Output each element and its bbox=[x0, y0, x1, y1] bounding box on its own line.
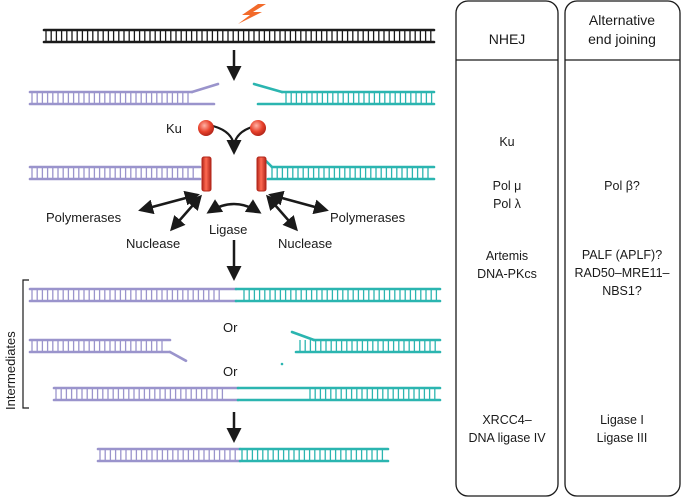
ku-bound-left bbox=[201, 156, 212, 192]
dna-intermediate-2-right bbox=[290, 330, 442, 354]
alt-item-ligase-iii: Ligase III bbox=[597, 431, 648, 445]
dna-strands bbox=[28, 28, 442, 463]
ku-label: Ku bbox=[166, 121, 182, 136]
dna-left-ku bbox=[28, 165, 202, 181]
nhej-item-pol-mu: Pol μ bbox=[493, 179, 522, 193]
ligase-label: Ligase bbox=[209, 222, 247, 237]
or-label-2: Or bbox=[223, 364, 238, 379]
arrow-nuclease-left bbox=[170, 194, 202, 232]
arrow-ku-binding bbox=[212, 124, 236, 149]
alt-item-rad50-mre11: RAD50–MRE11– bbox=[575, 266, 670, 280]
nuclease-left-label: Nuclease bbox=[126, 236, 180, 251]
alt-item-ligase-i: Ligase I bbox=[600, 413, 644, 427]
ku-bound-right bbox=[256, 156, 267, 192]
dna-intact bbox=[42, 28, 436, 44]
dna-joined-right bbox=[238, 447, 390, 463]
dna-right-end bbox=[252, 82, 436, 106]
nhej-item-pol-lambda: Pol λ bbox=[493, 197, 522, 211]
polymerases-right-label: Polymerases bbox=[330, 210, 406, 225]
intermediates-bracket bbox=[22, 279, 29, 409]
alt-item-nbs1: NBS1? bbox=[602, 284, 642, 298]
arrow-polymerases-left bbox=[138, 190, 200, 215]
nhej-column-title: NHEJ bbox=[489, 31, 526, 47]
nhej-item-dna-pkcs: DNA-PKcs bbox=[477, 267, 537, 281]
dna-intermediate-2-left bbox=[28, 338, 172, 354]
alt-column-title-line1: Alternative bbox=[589, 12, 655, 28]
dna-intermediate-3-right bbox=[236, 386, 442, 402]
ku-protein-left bbox=[198, 120, 214, 136]
lightning-icon bbox=[238, 4, 266, 24]
nhej-item-ligase-iv: DNA ligase IV bbox=[468, 431, 546, 445]
dna-intermediate-3-left bbox=[52, 386, 240, 402]
dna-right-ku bbox=[262, 157, 436, 181]
nhej-column-box bbox=[455, 0, 559, 497]
or-label-1: Or bbox=[223, 320, 238, 335]
nhej-item-xrcc4: XRCC4– bbox=[482, 413, 531, 427]
ku-protein-right bbox=[250, 120, 266, 136]
alt-item-palf: PALF (APLF)? bbox=[582, 248, 662, 262]
nhej-item-ku: Ku bbox=[499, 135, 514, 149]
arrow-polymerases-right bbox=[268, 190, 329, 215]
dna-intermediate-1-right bbox=[234, 287, 442, 303]
nuclease-right-label: Nuclease bbox=[278, 236, 332, 251]
dna-joined-left bbox=[96, 447, 242, 463]
arrow-ligase bbox=[206, 199, 262, 214]
alt-column-box bbox=[564, 0, 681, 497]
alt-column-title-line2: end joining bbox=[588, 31, 656, 47]
nhej-item-artemis: Artemis bbox=[486, 249, 528, 263]
alt-item-pol-beta: Pol β? bbox=[604, 179, 640, 193]
intermediates-label: Intermediates bbox=[3, 331, 18, 410]
dna-left-end bbox=[28, 82, 220, 106]
dna-intermediate-1-left bbox=[28, 287, 238, 303]
polymerases-left-label: Polymerases bbox=[46, 210, 122, 225]
dna-intermediate-2-left-flap bbox=[168, 350, 188, 363]
